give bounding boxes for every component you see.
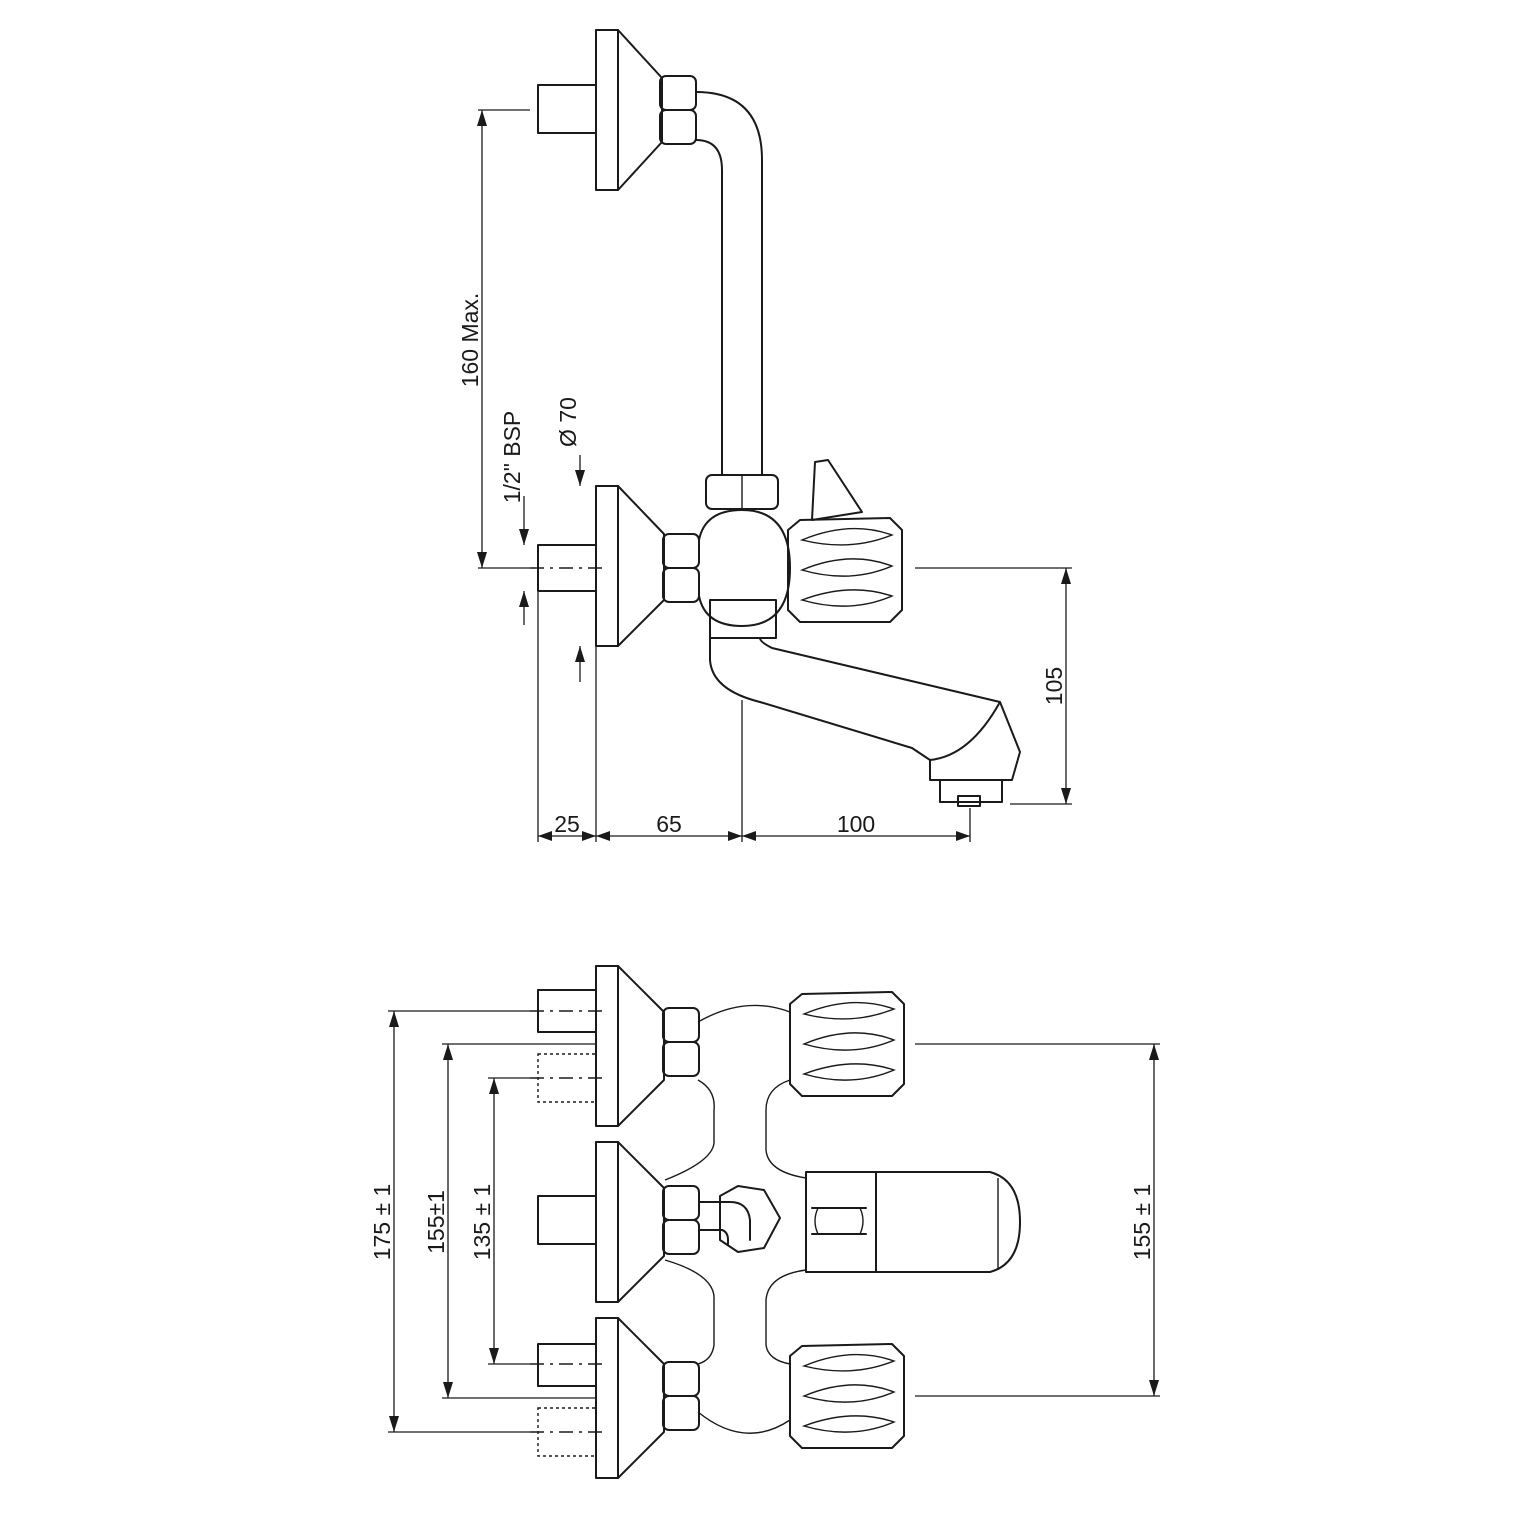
depth-body-label: 65 bbox=[656, 811, 682, 837]
lower-wall-flange bbox=[530, 485, 700, 647]
side-view: 160 Max. 1/2" BSP Ø 70 105 25 65 100 bbox=[457, 29, 1072, 842]
spout-top bbox=[805, 1171, 1021, 1273]
depth-spout-label: 100 bbox=[837, 811, 875, 837]
diameter-label: Ø 70 bbox=[555, 397, 581, 447]
mid-span-label: 155±1 bbox=[423, 1190, 449, 1254]
outer-span-label: 175 ± 1 bbox=[369, 1184, 395, 1261]
top-view: 175 ± 1 155±1 135 ± 1 155 ± 1 bbox=[369, 965, 1160, 1479]
handle-span-label: 155 ± 1 bbox=[1129, 1184, 1155, 1261]
spout-height-label: 105 bbox=[1041, 667, 1067, 705]
spout bbox=[709, 637, 1021, 807]
side-dimensions bbox=[477, 109, 1072, 842]
inner-span-label: 135 ± 1 bbox=[469, 1184, 495, 1261]
top-flange bbox=[530, 965, 700, 1127]
middle-flange bbox=[537, 1141, 781, 1303]
riser-nut bbox=[705, 474, 779, 510]
bottom-handle-knob bbox=[789, 1343, 905, 1449]
riser-pipe bbox=[695, 91, 763, 476]
diverter-lever bbox=[811, 459, 863, 521]
top-handle-knob bbox=[789, 991, 905, 1097]
upper-wall-flange bbox=[537, 29, 697, 191]
valve-body bbox=[698, 509, 791, 639]
handle-knob bbox=[787, 517, 903, 623]
thread-label: 1/2" BSP bbox=[499, 411, 525, 504]
height-max-label: 160 Max. bbox=[457, 293, 483, 388]
top-dimensions bbox=[388, 1010, 1160, 1433]
body-outline bbox=[664, 1004, 807, 1434]
depth-wall-label: 25 bbox=[554, 811, 580, 837]
